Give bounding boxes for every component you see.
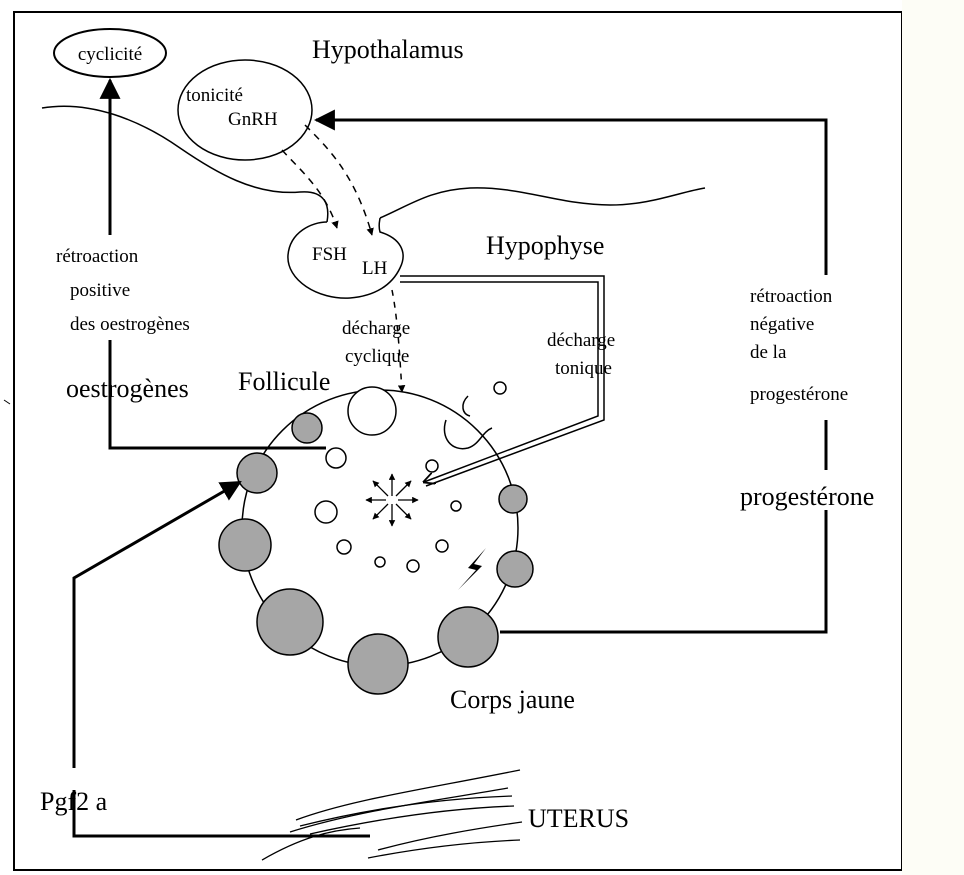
- retro-neg-line3: de la: [750, 342, 787, 363]
- follicle: [497, 551, 533, 587]
- oestrogenes-label: oestrogènes: [66, 374, 189, 403]
- cyclic-discharge-arrow: [392, 290, 402, 392]
- small-follicles-group: [315, 382, 506, 572]
- progesterone-feedback-line-lower: [500, 510, 826, 632]
- hypothalamus-boundary: [42, 106, 328, 222]
- hypophyse-label: Hypophyse: [486, 231, 604, 260]
- ovulation-burst: [366, 474, 418, 526]
- decharge-tonique-line2: tonique: [555, 358, 612, 379]
- tonic-discharge-line-outer: [400, 276, 604, 486]
- uterus-label: UTERUS: [528, 804, 629, 833]
- small-follicle: [337, 540, 351, 554]
- mature-follicle: [348, 387, 396, 435]
- decharge-cyclique-line2: cyclique: [345, 346, 409, 367]
- small-follicle: [315, 501, 337, 523]
- lightning-bolt-icon: [458, 548, 486, 590]
- small-follicle: [375, 557, 385, 567]
- corps-jaune: [438, 607, 498, 667]
- corps-jaune-label: Corps jaune: [450, 685, 575, 714]
- retro-neg-line4: progestérone: [750, 384, 848, 405]
- follicle: [237, 453, 277, 493]
- page-border: [14, 12, 902, 870]
- small-follicle: [426, 460, 438, 472]
- small-follicle: [326, 448, 346, 468]
- follicle: [257, 589, 323, 655]
- pgf2a-label: Pgf2 a: [40, 787, 108, 816]
- lh-label: LH: [362, 258, 388, 279]
- follicle: [219, 519, 271, 571]
- hypothalamus-boundary-right: [380, 188, 705, 218]
- uterus-sketch: [262, 770, 522, 860]
- fsh-label: FSH: [312, 244, 347, 265]
- retro-pos-line2: positive: [70, 280, 130, 301]
- pgf2a-line-lower: [74, 790, 370, 836]
- retro-neg-line2: négative: [750, 314, 814, 335]
- tonicite-label: tonicité: [186, 85, 243, 106]
- retro-pos-line1: rétroaction: [56, 246, 139, 267]
- right-margin: [902, 0, 964, 875]
- progesterone-label: progestérone: [740, 482, 874, 511]
- gnrh-to-fsh-dashed-arrow: [282, 150, 337, 228]
- decharge-cyclique-line1: décharge: [342, 318, 410, 339]
- follicle: [292, 413, 322, 443]
- cyclicite-label: cyclicité: [78, 44, 142, 65]
- follicule-label: Follicule: [238, 367, 330, 396]
- small-follicle: [494, 382, 506, 394]
- pgf2a-arrow: [74, 482, 240, 768]
- retro-neg-line1: rétroaction: [750, 286, 833, 307]
- follicles-group: [219, 413, 533, 694]
- gnrh-to-lh-dashed-arrow: [305, 125, 372, 235]
- hypothalamus-label: Hypothalamus: [312, 35, 464, 64]
- gnrh-label: GnRH: [228, 109, 278, 130]
- follicle: [499, 485, 527, 513]
- small-follicle: [451, 501, 461, 511]
- decharge-tonique-line1: décharge: [547, 330, 615, 351]
- small-follicle: [436, 540, 448, 552]
- follicle: [348, 634, 408, 694]
- small-follicle: [407, 560, 419, 572]
- retro-pos-line3: des oestrogènes: [70, 314, 190, 335]
- edge-mark: [4, 400, 10, 404]
